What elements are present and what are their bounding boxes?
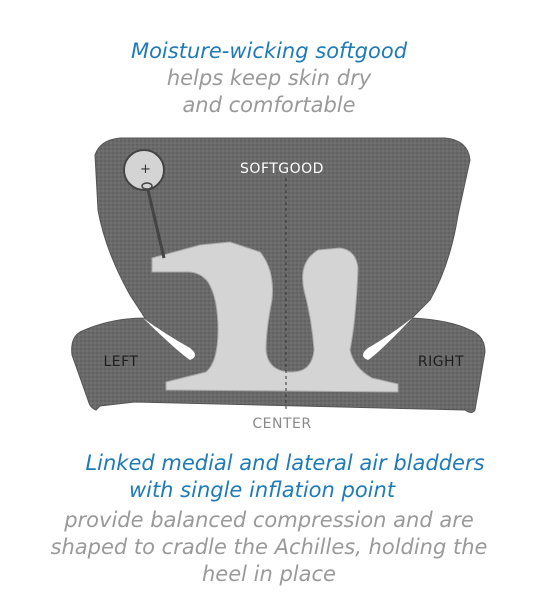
softgood-description-line-1: helps keep skin dry [166,66,372,90]
label-right: RIGHT [418,354,464,370]
softgood-headline: Moisture-wicking softgood [130,39,408,63]
left-slit [143,318,195,360]
air-bladder [151,241,399,393]
bladder-description-line-2: shaped to cradle the Achilles, holding t… [50,535,488,559]
inflation-bulb [123,149,165,191]
plus-icon: + [140,162,151,177]
bladder-description-line-3: heel in place [202,562,336,586]
bottom-caption: Linked medial and lateral air bladders w… [0,450,538,588]
bladder-headline-line-1: Linked medial and lateral air bladders [85,451,485,475]
inflation-stem [146,189,166,259]
bladder-description-line-1: provide balanced compression and are [64,508,474,532]
bladder-headline-line-2: with single inflation point [128,478,396,502]
label-softgood: SOFTGOOD [240,161,324,177]
softgood-description-line-2: and comfortable [182,93,356,117]
label-left: LEFT [103,354,138,370]
top-caption: Moisture-wicking softgood helps keep ski… [0,38,538,119]
valve-ring-icon [141,182,153,190]
label-center: CENTER [252,416,311,432]
right-slit [363,318,412,360]
